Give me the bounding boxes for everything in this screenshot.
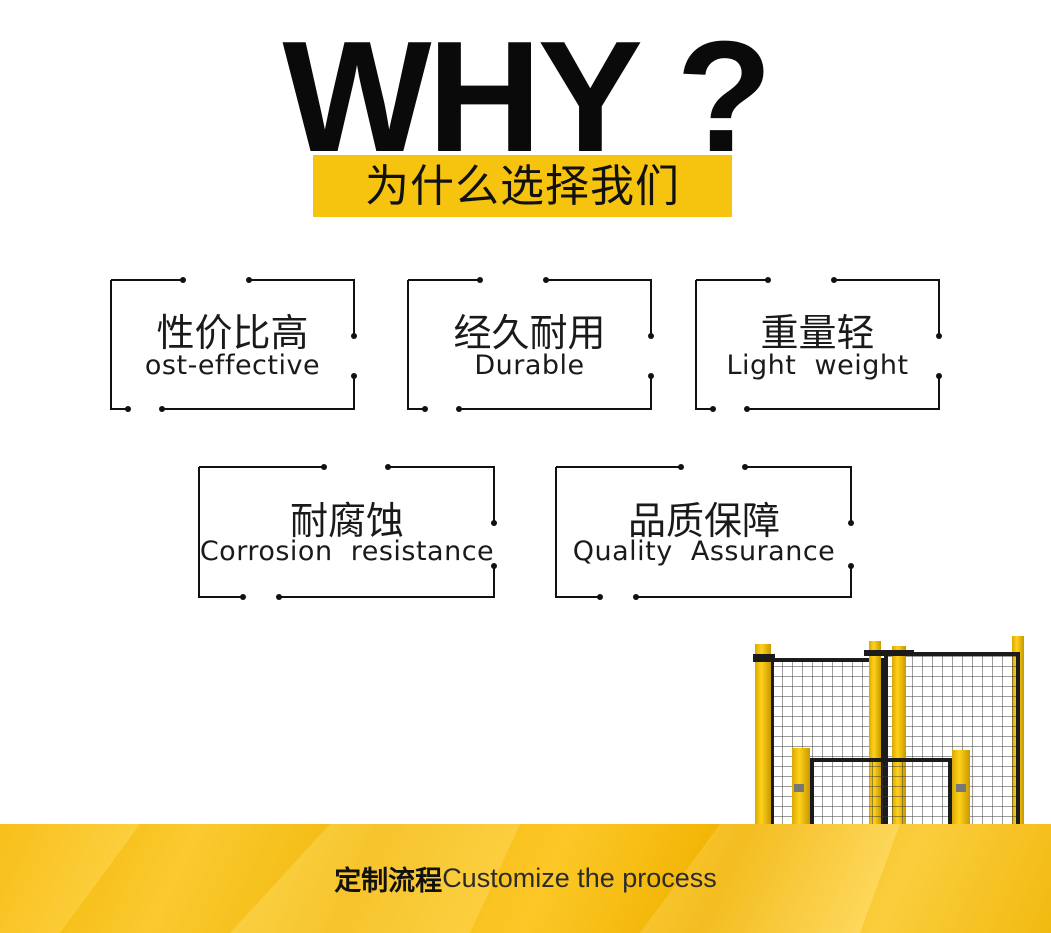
card-frame bbox=[198, 464, 497, 600]
feature-card-corrosion-resistance: 耐腐蚀 Corrosion resistance bbox=[198, 464, 497, 600]
feature-zh: 性价比高 bbox=[156, 311, 309, 355]
feature-en: Corrosion resistance bbox=[199, 536, 495, 567]
footer-title-zh: 定制流程 bbox=[334, 866, 443, 897]
feature-en: ost-effective bbox=[144, 350, 321, 381]
feature-zh: 重量轻 bbox=[760, 311, 875, 355]
feature-card-quality-assurance: 品质保障 Quality Assurance bbox=[555, 464, 854, 600]
feature-zh: 品质保障 bbox=[627, 499, 780, 543]
why-subtitle: 为什么选择我们 bbox=[365, 161, 680, 212]
card-frame bbox=[555, 464, 854, 600]
why-title: WHY ? bbox=[282, 9, 772, 185]
safety-fence-image bbox=[753, 636, 1024, 826]
feature-card-cost-effective: 性价比高 ost-effective bbox=[110, 277, 357, 412]
feature-zh: 经久耐用 bbox=[453, 311, 606, 355]
feature-en: Light weight bbox=[726, 350, 909, 381]
footer-background-pattern bbox=[0, 824, 1051, 933]
card-frame bbox=[110, 277, 357, 412]
feature-card-light-weight: 重量轻 Light weight bbox=[695, 277, 942, 412]
card-frame bbox=[695, 277, 942, 412]
feature-en: Quality Assurance bbox=[572, 536, 836, 567]
subtitle-highlight bbox=[313, 155, 732, 217]
feature-en: Durable bbox=[474, 350, 585, 381]
feature-card-durable: 经久耐用 Durable bbox=[407, 277, 654, 412]
feature-zh: 耐腐蚀 bbox=[289, 499, 404, 543]
card-frame bbox=[407, 277, 654, 412]
footer-title-en: Customize the process bbox=[442, 863, 717, 893]
